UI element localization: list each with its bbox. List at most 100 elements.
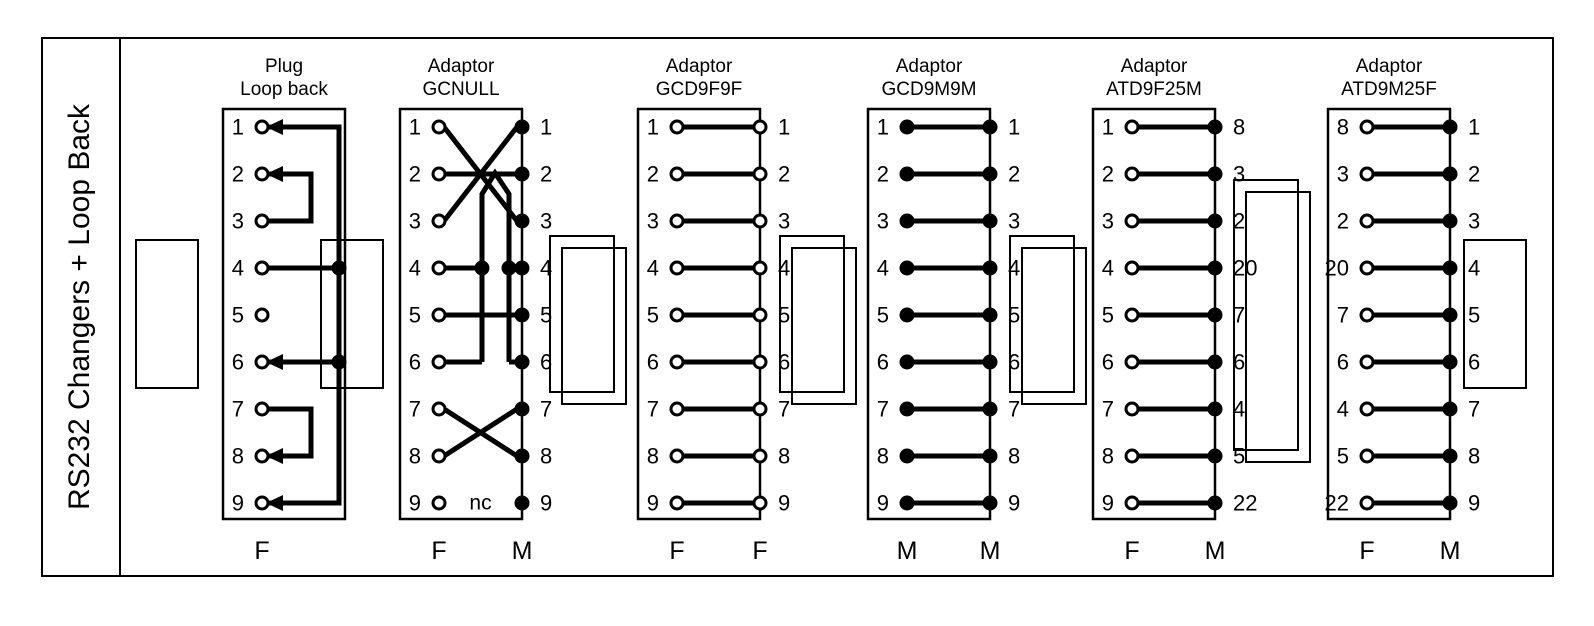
diagram-outer-frame [41,37,1554,577]
pin-hollow-icon [1359,166,1375,182]
pin-solid-icon [1207,354,1223,370]
pin-number-label: 9 [540,491,552,516]
wire [442,406,519,459]
hood-outline [320,239,384,389]
pin-hollow-icon [752,213,768,229]
pin-hollow-icon [1359,307,1375,323]
gender-label-left: F [254,537,270,565]
pin-number-label: 7 [1008,397,1020,422]
pin-number-label: 2 [778,162,790,187]
pin-number-label: 3 [232,209,244,234]
panel-title-line1: Adaptor [1120,56,1188,77]
pin-hollow-icon [1124,495,1140,511]
pin-number-label: 1 [877,115,889,140]
wire-arrow-icon [266,495,283,511]
pin-hollow-icon [254,307,270,323]
pin-solid-icon [514,260,530,276]
panel-title-line2: ATD9F25M [1106,79,1202,100]
pin-number-label: 22 [1233,491,1257,516]
pin-number-label: 6 [877,350,889,375]
hood-outline-outer [779,235,845,393]
pin-hollow-icon [752,354,768,370]
pin-number-label: 8 [540,444,552,469]
pin-number-label: 5 [877,303,889,328]
pin-solid-icon [899,448,915,464]
pin-number-label: 4 [778,256,790,281]
pin-solid-icon [982,495,998,511]
pin-number-label: 1 [778,115,790,140]
pin-hollow-icon [254,260,270,276]
pin-number-label: 3 [778,209,790,234]
gender-label-left: F [669,537,685,565]
pin-solid-icon [1442,495,1458,511]
pin-hollow-icon [431,495,447,511]
pin-number-label: 9 [409,491,421,516]
pin-hollow-icon [1359,119,1375,135]
pin-solid-icon [982,354,998,370]
pin-number-label: 7 [1233,303,1245,328]
panel-title-line2: GCD9M9M [881,79,977,100]
pin-hollow-icon [1124,213,1140,229]
pin-number-label: 8 [1233,115,1245,140]
pin-solid-icon [514,119,530,135]
pin-number-label: 6 [647,350,659,375]
pin-number-label: 9 [1468,491,1480,516]
pin-number-label: 6 [409,350,421,375]
pin-solid-icon [1207,166,1223,182]
pin-solid-icon [514,213,530,229]
pin-hollow-icon [1359,448,1375,464]
pin-number-label: 7 [778,397,790,422]
panel-title-line1: Adaptor [1355,56,1423,77]
pin-number-label: 7 [540,397,552,422]
not-connected-note: nc [469,492,491,515]
pin-number-label: 9 [232,491,244,516]
pin-number-label: 20 [1325,256,1349,281]
pin-number-label: 5 [778,303,790,328]
pin-number-label: 8 [1468,444,1480,469]
pin-hollow-icon [1359,354,1375,370]
pin-hollow-icon [752,495,768,511]
pin-hollow-icon [431,401,447,417]
pin-number-label: 2 [647,162,659,187]
pin-hollow-icon [1124,119,1140,135]
pin-hollow-icon [431,213,447,229]
pin-hollow-icon [254,401,270,417]
pin-hollow-icon [1124,166,1140,182]
pin-hollow-icon [1124,448,1140,464]
panel-gender-labels: F [166,537,402,567]
pin-number-label: 1 [647,115,659,140]
pin-solid-icon [982,307,998,323]
panel-title-line2: ATD9M25F [1341,79,1437,100]
pin-number-label: 3 [540,209,552,234]
pin-solid-icon [1442,166,1458,182]
pin-solid-icon [1207,307,1223,323]
gender-label-right: M [979,537,1001,565]
pin-number-label: 9 [1102,491,1114,516]
pin-hollow-icon [254,495,270,511]
connector-hood-outline [1233,179,1313,465]
pin-hollow-icon [752,119,768,135]
pin-solid-icon [501,260,517,276]
pin-number-label: 3 [409,209,421,234]
pin-solid-icon [474,260,490,276]
pin-number-label: 4 [1468,256,1480,281]
pin-solid-icon [1207,213,1223,229]
pin-number-label: 5 [1008,303,1020,328]
hood-outline [1463,239,1527,389]
pin-hollow-icon [431,448,447,464]
pin-number-label: 7 [409,397,421,422]
